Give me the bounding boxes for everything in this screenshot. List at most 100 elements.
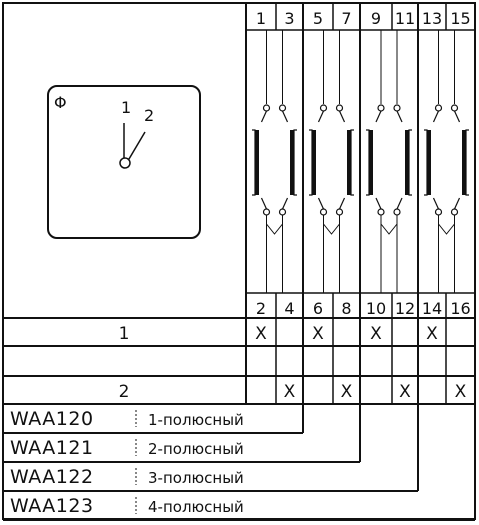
model-code: WAA122 [10, 466, 94, 488]
contact-terminal [278, 208, 287, 216]
switch-symbol-box [47, 85, 201, 239]
contact-bridge [266, 215, 283, 235]
model-row: WAA120 1-полюсный [3, 404, 304, 434]
model-description: 3-полюсный [148, 469, 244, 487]
model-code: WAA121 [10, 437, 94, 459]
model-description: 1-полюсный [148, 411, 244, 429]
contact-terminal [434, 208, 443, 216]
contact-terminal [262, 104, 271, 112]
terminal-top-label: 13 [422, 9, 442, 28]
contact-mark: X [370, 324, 382, 344]
contact-blade [260, 197, 268, 210]
contact-blade [396, 110, 403, 123]
bracket-left [366, 129, 370, 196]
position-label-1: 1 [121, 98, 131, 117]
contact-terminal [319, 104, 328, 112]
terminal-top-label: 5 [313, 9, 323, 28]
contact-terminal [319, 208, 328, 216]
bracket-left [309, 129, 313, 196]
contact-mark: X [426, 324, 438, 344]
bracket-right [408, 129, 412, 196]
contact-bridge [438, 215, 455, 235]
model-description: 2-полюсный [148, 440, 244, 458]
contact-poles [252, 30, 469, 293]
contact-blade [260, 110, 268, 123]
contact-bar-left [427, 130, 431, 195]
contact-mark: X [341, 382, 353, 402]
contact-blade [375, 110, 382, 123]
contact-bridge [323, 215, 340, 235]
contact-terminal [335, 208, 344, 216]
contact-blade [396, 197, 403, 210]
contact-terminal [278, 104, 287, 112]
terminal-bottom-label: 2 [256, 299, 266, 318]
contact-pole-1 [252, 30, 297, 293]
contact-pole-2 [309, 30, 354, 293]
contact-mark: X [284, 382, 296, 402]
model-description: 4-полюсный [148, 498, 244, 516]
contact-terminal [377, 208, 385, 216]
contact-blade [375, 197, 382, 210]
contact-terminal [262, 208, 271, 216]
contact-blade [338, 110, 346, 123]
contact-terminal [335, 104, 344, 112]
bracket-right [350, 129, 354, 196]
model-code: WAA120 [10, 408, 94, 430]
contact-bar-left [369, 130, 373, 195]
contact-blade [453, 197, 461, 210]
contact-blade [453, 110, 461, 123]
terminal-top-label: 7 [341, 9, 351, 28]
contact-terminal [450, 208, 459, 216]
position-row-label: 2 [119, 382, 130, 402]
contact-bar-right [462, 130, 466, 195]
contact-pole-4 [424, 30, 469, 293]
contact-blade [432, 197, 440, 210]
switch-pivot [119, 157, 131, 169]
terminal-bottom-label: 12 [395, 299, 415, 318]
contact-mark: X [255, 324, 267, 344]
contact-bridge [380, 215, 398, 235]
bracket-right [465, 129, 469, 196]
terminal-bottom-label: 6 [313, 299, 323, 318]
contact-blade [281, 110, 289, 123]
terminal-bottom-label: 4 [284, 299, 294, 318]
contact-pole-3 [366, 30, 412, 293]
contact-terminal [377, 104, 385, 112]
model-row: WAA122 3-полюсный [3, 404, 419, 492]
terminal-top-label: 15 [450, 9, 470, 28]
contact-mark: X [312, 324, 324, 344]
switch-lever [128, 131, 146, 160]
contact-blade [317, 197, 325, 210]
terminal-bottom-label: 14 [422, 299, 442, 318]
contact-blade [432, 110, 440, 123]
contact-terminal [450, 104, 459, 112]
contact-blade [338, 197, 346, 210]
bracket-left [252, 129, 256, 196]
position-row-label: 1 [119, 324, 130, 344]
contact-mark: X [455, 382, 467, 402]
model-code: WAA123 [10, 495, 94, 517]
contact-bar-right [405, 130, 409, 195]
contact-bar-right [290, 130, 294, 195]
bracket-left [424, 129, 428, 196]
contact-mark: X [399, 382, 411, 402]
terminal-top-label: 3 [284, 9, 294, 28]
contact-bar-right [347, 130, 351, 195]
terminal-bottom-label: 10 [366, 299, 386, 318]
model-row: WAA121 2-полюсный [3, 404, 361, 463]
contact-terminal [393, 104, 401, 112]
terminal-top-label: 9 [371, 9, 381, 28]
contact-bar-left [255, 130, 259, 195]
switch-symbol-panel: Φ 1 2 [47, 85, 201, 239]
terminal-top-label: 11 [395, 9, 415, 28]
contact-bar-left [312, 130, 316, 195]
terminal-bottom-label: 16 [450, 299, 470, 318]
phi-label: Φ [54, 93, 67, 112]
bracket-right [293, 129, 297, 196]
contact-blade [317, 110, 325, 123]
contact-blade [281, 197, 289, 210]
